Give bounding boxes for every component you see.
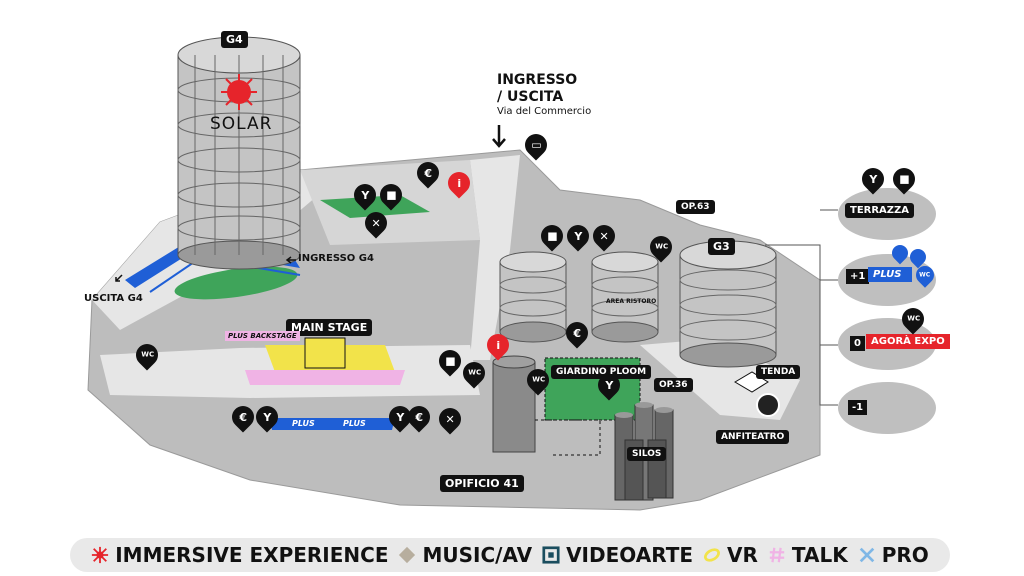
- legend-item: MUSIC/AV: [398, 543, 532, 567]
- legend-item: VR: [703, 543, 758, 567]
- legend-bar: IMMERSIVE EXPERIENCE MUSIC/AV VIDEOARTE …: [70, 538, 950, 572]
- plus-backstage-label: PLUS BACKSTAGE: [225, 331, 300, 341]
- tenda-label: TENDA: [756, 365, 801, 379]
- plus-strip: [270, 418, 395, 430]
- area-ristoro-label: AREA RISTORO: [606, 298, 657, 305]
- uscita-label: / USCITA: [497, 89, 564, 105]
- green-area-top: [320, 195, 430, 218]
- green-area-g4: [174, 266, 298, 300]
- legend-label: VR: [727, 543, 758, 567]
- ingresso-g4-label: INGRESSO G4: [298, 253, 374, 264]
- opificio-41-top: [492, 355, 536, 369]
- main-stage-label: MAIN STAGE: [286, 319, 373, 336]
- uscita-g4-label: USCITA G4: [84, 293, 143, 304]
- immersive-experience-icon: [92, 546, 109, 564]
- entrance-arrow-icon: [492, 125, 506, 148]
- plus-right-label: PLUS: [343, 419, 366, 428]
- ingresso-label: INGRESSO: [497, 72, 578, 88]
- anfiteatro-shape: [756, 393, 780, 417]
- legend-label: MUSIC/AV: [422, 543, 533, 567]
- anfiteatro-label: ANFITEATRO: [716, 430, 790, 444]
- floor-plus1-plus-badge: PLUS: [868, 267, 912, 282]
- via-label: Via del Commercio: [497, 106, 592, 117]
- g3-tower: [679, 240, 777, 368]
- main-stage-box: [304, 337, 346, 369]
- legend-item: TALK: [768, 543, 848, 567]
- floor-plus1-number: +1: [846, 269, 870, 284]
- plus-left-label: PLUS: [292, 419, 315, 428]
- legend-label: TALK: [791, 543, 848, 567]
- legend-item: VIDEOARTE: [542, 543, 693, 567]
- floor-zero-number: 0: [850, 336, 865, 351]
- legend-label: VIDEOARTE: [566, 543, 693, 567]
- dashed-route: [535, 419, 601, 456]
- giardino-ploom-label: GIARDINO PLOOM: [551, 365, 652, 379]
- legend-item: IMMERSIVE EXPERIENCE: [91, 543, 388, 567]
- ingresso-g4-arrow-icon: [285, 256, 296, 264]
- floor-zero-agora-badge: AGORÀ EXPO: [866, 334, 950, 349]
- floor-minus1-number: -1: [848, 400, 868, 415]
- opificio-41-label: OPIFICIO 41: [440, 475, 524, 492]
- legend-item: PRO: [858, 543, 929, 567]
- solar-label: SOLAR: [210, 114, 273, 134]
- silos-label: SILOS: [627, 447, 667, 461]
- legend-label: PRO: [881, 543, 929, 567]
- ristoro-tower-left: [499, 251, 567, 343]
- pro-icon: [859, 547, 874, 563]
- floor-terrazza-label: TERRAZZA: [845, 203, 915, 218]
- walkway-entrance: [470, 155, 520, 360]
- op63-label: OP.63: [676, 200, 715, 214]
- floor-connector: [765, 209, 838, 406]
- g4-label: G4: [221, 31, 248, 48]
- solar-burst-icon: [221, 74, 257, 110]
- ristoro-tower-right: [591, 251, 659, 343]
- vr-icon: [704, 548, 720, 562]
- talk-icon: [769, 547, 785, 563]
- uscita-g4-arrow-icon: [115, 274, 123, 282]
- legend-label: IMMERSIVE EXPERIENCE: [115, 543, 389, 567]
- g3-label: G3: [708, 238, 735, 255]
- g4-tower: [177, 36, 301, 270]
- music-av-icon: [399, 546, 416, 564]
- main-stage-pink: [245, 370, 405, 385]
- videoarte-icon: [542, 546, 560, 564]
- op36-label: OP.36: [654, 378, 693, 392]
